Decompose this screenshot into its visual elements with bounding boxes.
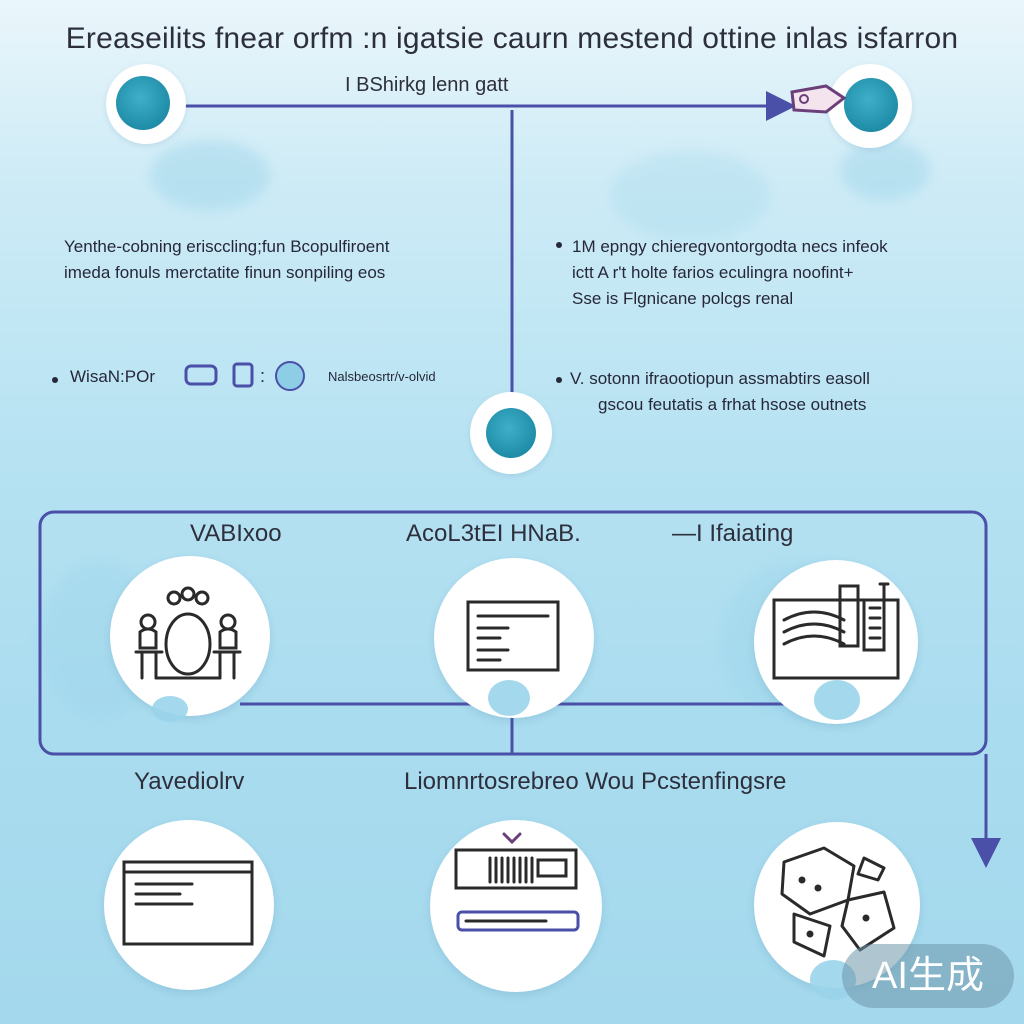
blob-icon	[152, 696, 188, 722]
note-line: Yenthe-cobning erisccling;fun Bcopulfiro…	[64, 237, 390, 256]
form-window-icon	[122, 860, 254, 946]
note-left-mid-tail: Nalsbeosrtr/v-olvid	[328, 369, 436, 384]
section-label: VABIxoo	[190, 520, 282, 547]
teal-dot-icon	[844, 78, 898, 132]
data-panel-icon	[454, 832, 580, 932]
note-line: V. sotonn ifraootiopun assmabtirs easoll	[570, 369, 870, 388]
note-right-top: 1M epngy chieregvontorgodta necs infeok …	[572, 234, 888, 312]
tag-icon	[790, 84, 847, 114]
section-label: AcoL3tEI HNaB.	[406, 520, 581, 547]
section-label: —I Ifaiating	[672, 520, 794, 547]
note-line: Sse is Flgnicane polcgs renal	[572, 289, 794, 308]
background-splash	[150, 140, 270, 210]
ai-generated-badge: AI生成	[842, 944, 1014, 1008]
bullet	[556, 377, 562, 383]
blob-icon	[488, 680, 530, 716]
note-left-mid: WisaN:POr	[70, 367, 155, 386]
svg-text::: :	[260, 366, 265, 386]
note-line: gscou feutatis a frhat hsose outnets	[598, 395, 867, 414]
section-label: Yavediolrv	[134, 768, 245, 795]
note-left-top: Yenthe-cobning erisccling;fun Bcopulfiro…	[64, 234, 389, 286]
document-list-icon	[466, 600, 560, 672]
form-node	[104, 820, 274, 990]
background-splash	[840, 140, 930, 200]
note-line: ictt A r't holte farios eculingra noofin…	[572, 263, 854, 282]
note-line: imeda fonuls merctatite finun sonpiling …	[64, 263, 386, 282]
teal-dot-icon	[116, 76, 170, 130]
puzzle-map-icon	[780, 846, 896, 958]
meeting-node	[110, 556, 270, 716]
inline-symbols-icon: :	[184, 361, 305, 391]
note-right-mid: V. sotonn ifraootiopun assmabtirs easoll…	[570, 366, 870, 418]
meeting-people-icon	[134, 586, 242, 680]
right-node	[828, 64, 912, 148]
bullet	[52, 377, 58, 383]
top-connector-label: I BShirkg lenn gatt	[345, 74, 509, 96]
note-line: 1M epngy chieregvontorgodta necs infeok	[572, 237, 888, 256]
teal-dot-icon	[486, 408, 536, 458]
blob-icon	[814, 680, 860, 720]
section-label: Liomnrtosrebreo Wou Pcstenfingsre	[404, 768, 787, 795]
data-panel-node	[430, 820, 602, 992]
left-node	[106, 64, 186, 144]
background-splash	[610, 150, 770, 240]
diagram-title: Ereaseilits fnear orfm :n igatsie caurn …	[65, 22, 959, 55]
chart-board-icon	[772, 582, 900, 680]
center-node	[470, 392, 552, 474]
bullet	[556, 242, 562, 248]
